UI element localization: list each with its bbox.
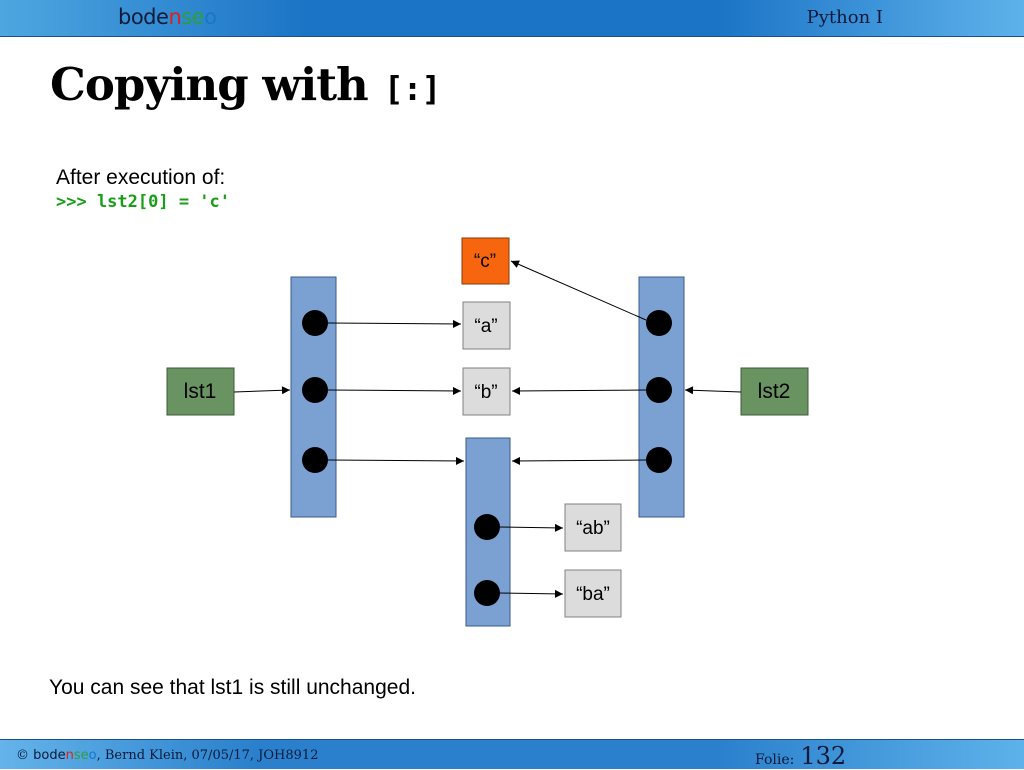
lst2-ref-dot-1: [646, 377, 672, 403]
value-ba-label: “ba”: [576, 584, 610, 605]
value-b-box: [462, 367, 511, 416]
copyright-symbol: ©: [16, 748, 29, 763]
arrow-lst2-0-to-c: [510, 260, 647, 321]
course-title: Python I: [806, 7, 883, 28]
lst1-ref-dot-1: [302, 377, 328, 403]
footer-meta: , Bernd Klein, 07/05/17, JOH8912: [96, 748, 319, 763]
footer-credit: © bodenseo, Bernd Klein, 07/05/17, JOH89…: [16, 748, 318, 763]
value-c-box: [461, 237, 510, 285]
bodenseo-logo: bodenseo: [118, 5, 217, 29]
slide-title: Copying with [:]: [50, 58, 442, 111]
variable-lst2-label: lst2: [758, 380, 791, 403]
value-ab-label: “ab”: [576, 518, 610, 539]
arrow-lst1-to-list: [233, 386, 291, 395]
arrow-lst2-to-list: [684, 386, 742, 395]
slide-number: Folie: 132: [755, 742, 846, 770]
variable-lst1-box: [166, 367, 235, 416]
arrow-lst2-2-to-sublist: [511, 456, 647, 465]
arrow-lst1-2-to-sublist: [327, 456, 465, 465]
value-c-label: “c”: [474, 251, 496, 272]
lst1-ref-dot-2: [302, 447, 328, 473]
arrow-sublist-0-to-ab: [498, 523, 564, 532]
page-number: 132: [800, 742, 847, 770]
value-ba-box: [564, 569, 622, 618]
value-a-label: “a”: [474, 316, 497, 337]
arrow-lst2-1-to-b: [511, 386, 647, 395]
value-a-box: [462, 301, 511, 350]
value-b-label: “b”: [474, 382, 497, 403]
folie-label: Folie:: [755, 752, 795, 768]
variable-lst2-box: [740, 367, 809, 416]
code-line: >>> lst2[0] = 'c': [56, 192, 230, 212]
slide-title-code: [:]: [383, 69, 442, 108]
footer-logo: bodenseo: [33, 748, 97, 763]
bottom-bar: © bodenseo, Bernd Klein, 07/05/17, JOH89…: [0, 739, 1024, 770]
variable-lst1-label: lst1: [184, 380, 217, 403]
conclusion-text: You can see that lst1 is still unchanged…: [49, 676, 416, 699]
arrow-sublist-1-to-ba: [498, 589, 564, 598]
value-ab-box: [564, 503, 622, 552]
sublist-ref-dot-0: [474, 514, 500, 540]
sublist-ref-dot-1: [474, 580, 500, 606]
lst2-ref-dot-0: [646, 310, 672, 336]
intro-text: After execution of:: [56, 166, 226, 189]
lst1-ref-dot-0: [302, 310, 328, 336]
top-bar: bodenseo Python I: [0, 0, 1024, 37]
slide-title-text: Copying with: [50, 58, 369, 111]
arrow-lst1-1-to-b: [327, 386, 462, 395]
lst2-ref-dot-2: [646, 447, 672, 473]
arrow-lst1-0-to-a: [327, 319, 462, 328]
